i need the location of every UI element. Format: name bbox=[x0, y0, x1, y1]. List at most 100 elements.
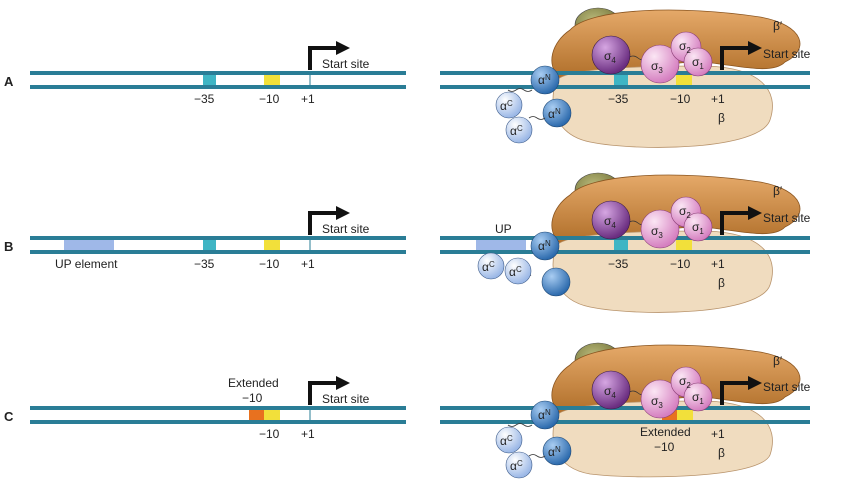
minus35-label: −35 bbox=[608, 257, 629, 271]
svg-text:αN: αN bbox=[538, 73, 551, 87]
up-label: UP bbox=[495, 222, 512, 236]
svg-text:αC: αC bbox=[510, 459, 523, 473]
beta-label: β bbox=[718, 111, 725, 125]
sigma1-domain bbox=[683, 47, 713, 77]
plus1-label: +1 bbox=[301, 257, 315, 271]
minus35-box bbox=[203, 240, 216, 250]
svg-text:σ1: σ1 bbox=[692, 390, 704, 406]
dna-left bbox=[30, 71, 406, 89]
svg-text:σ4: σ4 bbox=[604, 49, 616, 65]
row-label: A bbox=[4, 74, 14, 89]
alpha-ctd-1 bbox=[477, 252, 505, 280]
minus10-box bbox=[264, 240, 280, 250]
alpha-ntd-upper bbox=[530, 400, 560, 430]
minus10-label: −10 bbox=[259, 427, 280, 441]
alpha-ntd-lower bbox=[542, 436, 572, 466]
beta-prime-label: β′ bbox=[773, 354, 783, 368]
alpha-ctd-2 bbox=[505, 451, 533, 479]
rna-polymerase-c: σ4 σ3 σ2 σ1 β′ β αN αN αC αC Start site … bbox=[440, 342, 811, 479]
sigma3-domain bbox=[640, 44, 680, 84]
sigma3-domain bbox=[640, 209, 680, 249]
svg-text:αN: αN bbox=[538, 239, 551, 253]
alpha-ntd-lower bbox=[542, 98, 572, 128]
minus35-label: −35 bbox=[194, 257, 215, 271]
start-site-label: Start site bbox=[763, 47, 811, 61]
dna-left bbox=[30, 236, 406, 254]
dna-right bbox=[440, 71, 810, 75]
minus10-label: −10 bbox=[670, 257, 691, 271]
extended-label-line2: −10 bbox=[654, 440, 675, 454]
plus1-label: +1 bbox=[711, 92, 725, 106]
alpha-ntd-upper bbox=[530, 65, 560, 95]
dna-left bbox=[30, 406, 406, 424]
sigma3-domain bbox=[640, 379, 680, 419]
row-label: B bbox=[4, 239, 13, 254]
row-b: B Start site UP element −35 −10 +1 bbox=[4, 172, 811, 313]
svg-text:αN: αN bbox=[548, 445, 561, 459]
svg-text:σ4: σ4 bbox=[604, 384, 616, 400]
svg-text:σ3: σ3 bbox=[651, 394, 663, 410]
rna-polymerase-a: σ4 σ3 σ2 σ1 β′ β αN αN αC αC Start site … bbox=[440, 7, 811, 148]
svg-text:αN: αN bbox=[548, 107, 561, 121]
sigma4-domain bbox=[591, 200, 631, 240]
minus10-box bbox=[676, 240, 692, 250]
beta-prime-label: β′ bbox=[773, 19, 783, 33]
minus35-box bbox=[614, 240, 628, 250]
sigma1-domain bbox=[683, 382, 713, 412]
minus35-box bbox=[614, 75, 628, 85]
row-label: C bbox=[4, 409, 14, 424]
svg-text:σ2: σ2 bbox=[679, 374, 691, 390]
svg-text:σ1: σ1 bbox=[692, 55, 704, 71]
svg-text:σ2: σ2 bbox=[679, 39, 691, 55]
beta-label: β bbox=[718, 276, 725, 290]
start-site-label: Start site bbox=[763, 211, 811, 225]
extended-label-line1: Extended bbox=[640, 425, 691, 439]
up-element-box bbox=[64, 240, 114, 250]
row-a: A Start site −35 −10 +1 σ4 bbox=[4, 7, 811, 148]
minus35-box bbox=[203, 75, 216, 85]
minus10-box bbox=[677, 410, 693, 420]
start-site-label: Start site bbox=[322, 392, 370, 406]
svg-text:αC: αC bbox=[482, 260, 495, 274]
row-c: C Start site Extended −10 −10 +1 σ4 bbox=[4, 342, 811, 479]
up-element-label: UP element bbox=[55, 257, 118, 271]
rna-polymerase-b: σ4 σ3 σ2 σ1 β′ β αN αC αC Start site UP … bbox=[440, 172, 811, 313]
svg-text:αC: αC bbox=[500, 434, 513, 448]
minus10-box bbox=[264, 75, 280, 85]
svg-text:αC: αC bbox=[509, 265, 522, 279]
dna-right bbox=[440, 406, 810, 410]
beta-prime-label: β′ bbox=[773, 184, 783, 198]
svg-text:σ1: σ1 bbox=[692, 220, 704, 236]
svg-text:σ2: σ2 bbox=[679, 204, 691, 220]
minus35-label: −35 bbox=[194, 92, 215, 106]
minus10-box bbox=[264, 410, 280, 420]
alpha-ctd-1 bbox=[495, 426, 523, 454]
plus1-label: +1 bbox=[711, 427, 725, 441]
plus1-label: +1 bbox=[301, 92, 315, 106]
alpha-ctd-2 bbox=[504, 257, 532, 285]
plus1-label: +1 bbox=[301, 427, 315, 441]
sigma1-domain bbox=[683, 212, 713, 242]
alpha-ntd-upper bbox=[530, 231, 560, 261]
start-site-label: Start site bbox=[763, 380, 811, 394]
svg-text:σ3: σ3 bbox=[651, 224, 663, 240]
svg-text:αC: αC bbox=[500, 99, 513, 113]
svg-text:σ3: σ3 bbox=[651, 59, 663, 75]
start-site-label: Start site bbox=[322, 57, 370, 71]
sigma4-domain bbox=[591, 35, 631, 75]
svg-text:αN: αN bbox=[538, 408, 551, 422]
extended-minus10-box bbox=[249, 410, 264, 420]
alpha-ctd-2 bbox=[505, 116, 533, 144]
beta-label: β bbox=[718, 446, 725, 460]
alpha-ntd-lower bbox=[541, 267, 571, 297]
dna-right bbox=[440, 236, 810, 240]
up-element-box bbox=[476, 240, 526, 250]
minus35-label: −35 bbox=[608, 92, 629, 106]
start-site-label: Start site bbox=[322, 222, 370, 236]
extended-label-line1: Extended bbox=[228, 376, 279, 390]
svg-text:αC: αC bbox=[510, 124, 523, 138]
svg-text:σ4: σ4 bbox=[604, 214, 616, 230]
minus10-label: −10 bbox=[259, 92, 280, 106]
minus10-box bbox=[676, 75, 692, 85]
